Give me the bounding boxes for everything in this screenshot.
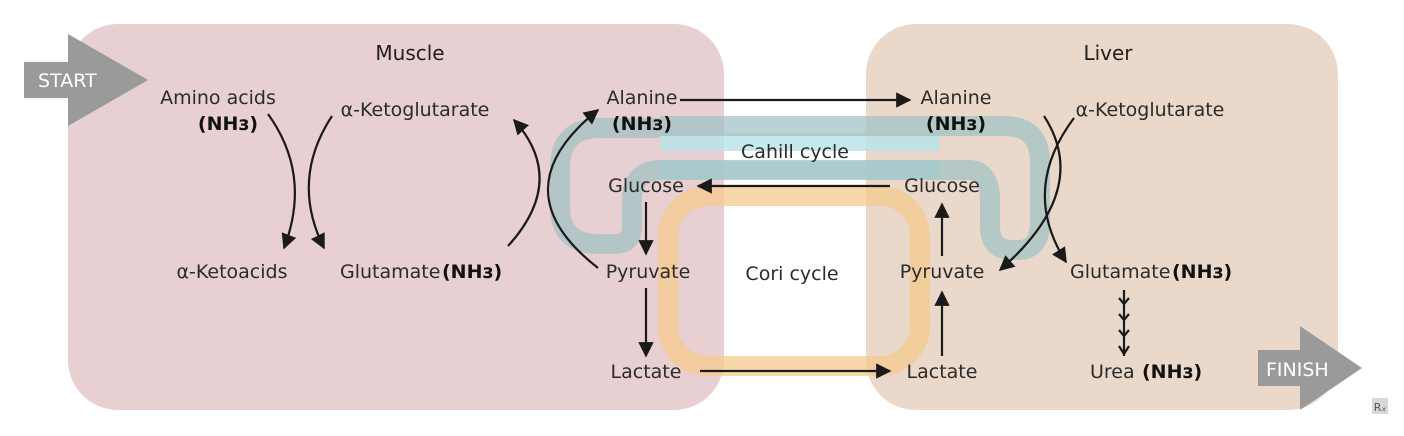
finish-arrow-icon: FINISH (1258, 326, 1362, 410)
liver-urea: Urea (1090, 361, 1135, 383)
muscle-amino-acids: Amino acids (160, 87, 276, 109)
muscle-amino-acids-nh3: (NHз) (198, 113, 258, 135)
liver-a-ketoglutarate: α-Ketoglutarate (1076, 99, 1225, 121)
start-label: START (38, 70, 97, 92)
cahill-cycle-label: Cahill cycle (741, 141, 849, 163)
liver-pyruvate: Pyruvate (900, 261, 985, 283)
rx-logo-text: Rₓ (1374, 401, 1387, 414)
liver-urea-nh3: (NHз) (1142, 361, 1202, 383)
arrow-liver-ketoglutarate-to-glutamate (1043, 117, 1075, 264)
cori-cycle-band (658, 186, 930, 376)
rx-logo-icon: Rₓ (1372, 398, 1388, 414)
muscle-glucose: Glucose (608, 175, 684, 197)
arrow-glutamate-to-ketoglutarate (507, 118, 541, 247)
cori-cycle-label: Cori cycle (745, 263, 838, 285)
arrow-glutamate-to-urea (1118, 290, 1130, 357)
liver-alanine: Alanine (921, 87, 992, 109)
muscle-lactate: Lactate (611, 361, 682, 383)
muscle-a-ketoacids: α-Ketoacids (177, 261, 288, 283)
muscle-a-ketoglutarate: α-Ketoglutarate (341, 99, 490, 121)
liver-glucose: Glucose (904, 175, 980, 197)
arrow-ketoglutarate-to-glutamate (307, 115, 333, 250)
arrow-liver-alanine-to-pyruvate (998, 115, 1062, 272)
finish-label: FINISH (1266, 359, 1329, 381)
muscle-glutamate-nh3: (NHз) (442, 261, 502, 283)
liver-alanine-nh3: (NHз) (926, 113, 986, 135)
muscle-alanine: Alanine (607, 87, 678, 109)
liver-lactate: Lactate (907, 361, 978, 383)
muscle-glutamate: Glutamate (340, 261, 440, 283)
muscle-pyruvate: Pyruvate (606, 261, 691, 283)
arrow-amino-to-ketoacids (267, 113, 297, 250)
arrow-pyruvate-to-alanine (547, 109, 600, 269)
muscle-title: Muscle (375, 41, 444, 65)
start-arrow-icon: START (24, 34, 148, 126)
liver-glutamate-nh3: (NHз) (1172, 261, 1232, 283)
muscle-panel (68, 24, 724, 410)
muscle-alanine-nh3: (NHз) (612, 113, 672, 135)
liver-title: Liver (1083, 41, 1133, 65)
liver-glutamate: Glutamate (1070, 261, 1170, 283)
